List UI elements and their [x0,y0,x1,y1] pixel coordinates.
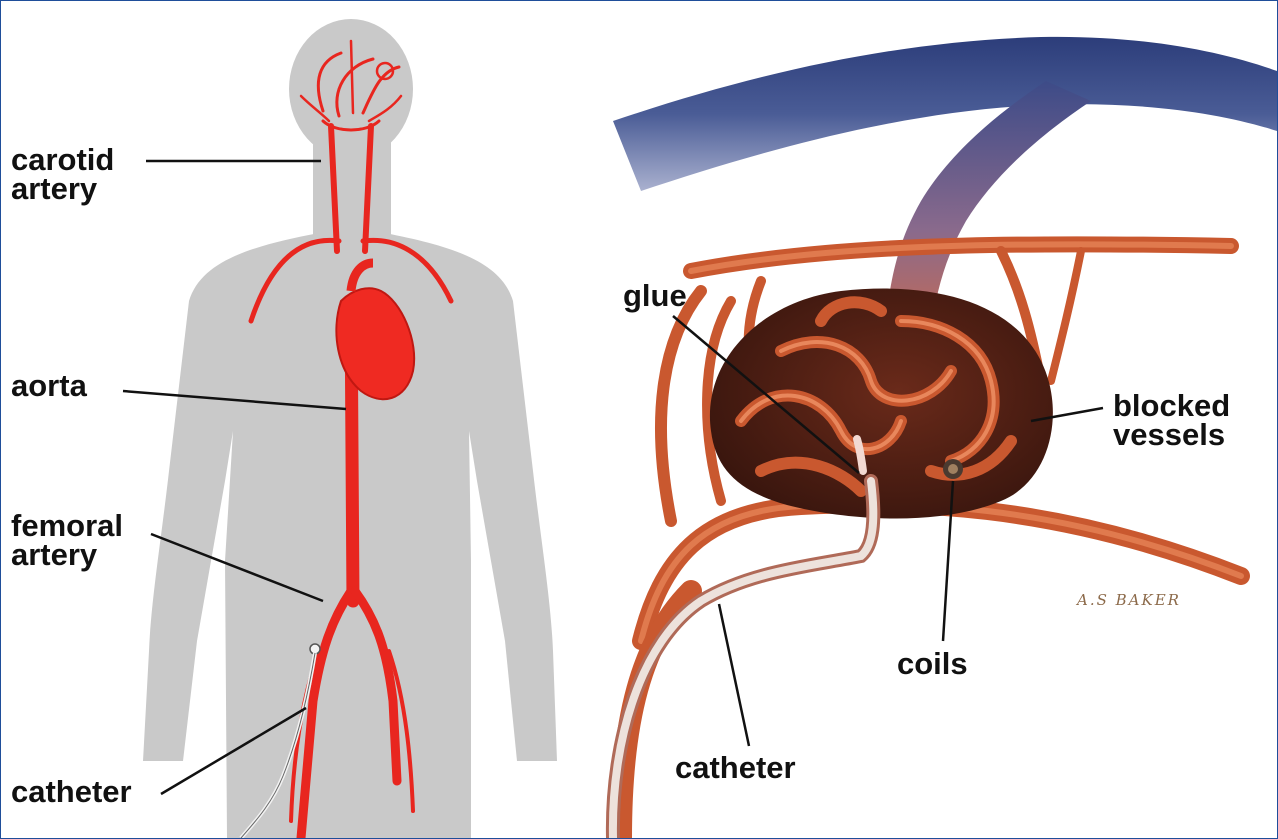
label-femoral-line-2: artery [11,540,123,569]
label-femoral-artery: femoral artery [11,511,123,569]
label-aorta: aorta [11,371,87,400]
label-blocked-line-2: vessels [1113,420,1230,449]
avm-nidus [710,289,1053,519]
coil-icon [943,459,963,479]
label-coils: coils [897,649,968,678]
artist-signature: A.S BAKER [1077,591,1181,609]
label-carotid-line-2: artery [11,174,114,203]
draining-vein [613,37,1277,331]
label-catheter-left: catheter [11,777,132,806]
label-carotid-artery: carotid artery [11,145,114,203]
label-blocked-line-1: blocked [1113,391,1230,420]
label-catheter-right: catheter [675,753,796,782]
label-carotid-line-1: carotid [11,145,114,174]
label-glue: glue [623,281,687,310]
label-blocked-vessels: blocked vessels [1113,391,1230,449]
label-femoral-line-1: femoral [11,511,123,540]
